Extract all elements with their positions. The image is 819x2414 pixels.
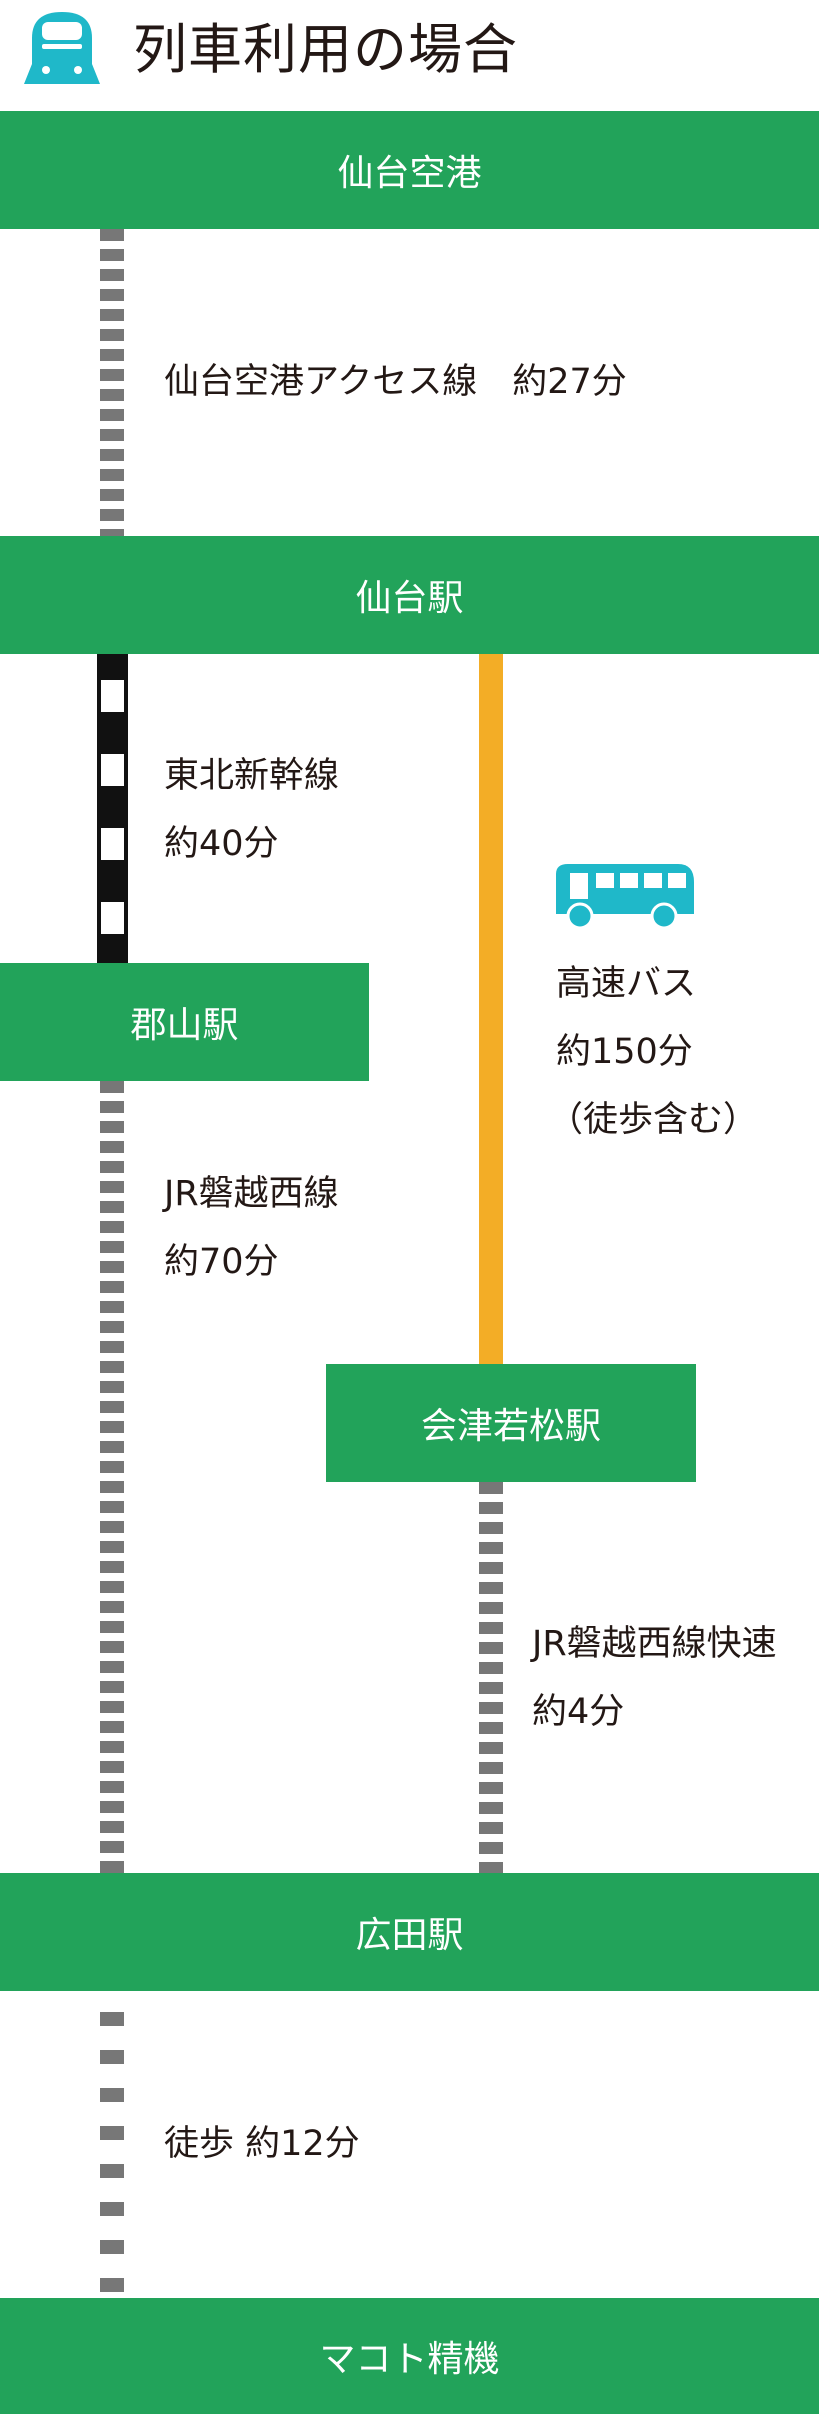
bus-time: 約150分 — [556, 1032, 693, 1072]
station-sendai-airport: 仙台空港 — [0, 111, 819, 229]
walk-label: 徒歩 約12分 — [164, 2124, 360, 2164]
bus-name: 高速バス — [556, 964, 697, 1004]
banetsu-name: JR磐越西線 — [164, 1174, 339, 1214]
banetsu-time: 約70分 — [164, 1242, 279, 1282]
shinkansen-line — [97, 654, 128, 963]
airport-line-label: 仙台空港アクセス線 約27分 — [164, 362, 627, 402]
walk-line-dashed — [100, 2012, 124, 2298]
banetsu-rapid-line-dashed — [479, 1482, 503, 1873]
train-icon — [18, 8, 106, 88]
banetsu-rapid-time: 約4分 — [532, 1692, 625, 1732]
bus-note: （徒歩含む） — [548, 1100, 759, 1140]
bus-route-line — [479, 654, 503, 1364]
destination-makoto: マコト精機 — [0, 2298, 819, 2414]
shinkansen-name: 東北新幹線 — [164, 756, 340, 796]
station-hirota: 広田駅 — [0, 1873, 819, 1991]
station-aizuwakamatsu: 会津若松駅 — [326, 1364, 696, 1482]
shinkansen-time: 約40分 — [164, 824, 279, 864]
bus-icon — [552, 860, 698, 930]
banetsu-line-dashed — [100, 1081, 124, 1873]
airport-line-dashed — [100, 229, 124, 536]
banetsu-rapid-name: JR磐越西線快速 — [532, 1624, 777, 1664]
page-title: 列車利用の場合 — [133, 18, 518, 81]
station-koriyama: 郡山駅 — [0, 963, 369, 1081]
station-sendai: 仙台駅 — [0, 536, 819, 654]
